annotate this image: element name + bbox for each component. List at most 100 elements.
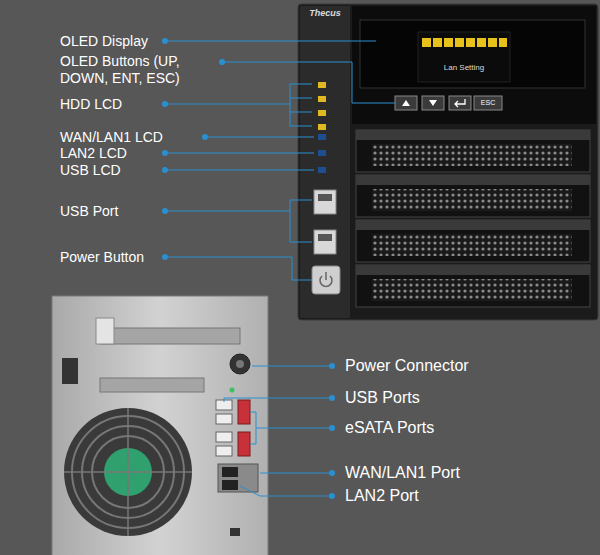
callout-dots-part: [329, 493, 335, 499]
front-nas-part: [418, 32, 510, 82]
leader-lines-part: [260, 473, 330, 474]
drive-bays-part: [356, 265, 590, 275]
front-usb-ports-part: [318, 194, 332, 201]
callout-dots-part: [329, 470, 335, 476]
back-ports-part: [222, 480, 238, 490]
leader-lines-part: [290, 112, 312, 113]
button-text: ESC: [481, 99, 495, 107]
oled-buttons-part: [402, 100, 410, 106]
leader-lines-part: [224, 398, 330, 402]
callout-dots-part: [162, 38, 168, 44]
leader-lines-part: [165, 211, 290, 212]
drive-bays-part: [372, 144, 572, 166]
front-nas-part: [360, 20, 585, 88]
callout-label: eSATA Ports: [345, 418, 434, 437]
back-ports-part: [216, 446, 232, 456]
oled-icons-part: [466, 38, 475, 47]
drive-bays-part: [356, 175, 590, 185]
status-leds-part: [318, 150, 326, 156]
oled-icons-part: [444, 38, 453, 47]
oled-icons-part: [488, 38, 497, 47]
leader-lines-part: [165, 257, 312, 280]
callout-label: HDD LCD: [60, 96, 122, 113]
status-leds-part: [318, 110, 326, 116]
leader-lines-part: [250, 412, 256, 444]
back-nas-part: [52, 296, 268, 555]
front-usb-ports-part: [318, 234, 332, 241]
oled-buttons-part: [422, 96, 444, 110]
back-ports-part: [230, 354, 250, 374]
oled-icons-part: [477, 38, 486, 47]
back-ports-part: [230, 528, 240, 536]
callout-dots-part: [219, 59, 225, 65]
back-ports-part: [216, 432, 232, 442]
drive-bays-part: [356, 220, 590, 230]
callout-dots-part: [162, 167, 168, 173]
drive-bays-part: [356, 130, 590, 172]
front-nas-part: [298, 4, 598, 320]
callout-dots-part: [329, 363, 335, 369]
callout-label: OLED Display: [60, 33, 148, 50]
callout-label: USB Ports: [345, 388, 420, 407]
back-ports-part: [216, 414, 232, 424]
leader-lines-part: [252, 366, 330, 367]
leader-lines-part: [290, 84, 312, 126]
callout-label: Power Connector: [345, 356, 469, 375]
power-button: [312, 266, 340, 294]
drive-bays-part: [356, 265, 590, 307]
oled-buttons-part: [395, 96, 417, 110]
fan: [64, 408, 192, 536]
fan-part: [127, 408, 129, 536]
status-leds-part: [318, 167, 326, 173]
callout-label: USB LCD: [60, 162, 121, 179]
leader-lines-part: [240, 486, 330, 496]
callout-label: WAN/LAN1 LCD: [60, 129, 163, 146]
status-leds-part: [318, 124, 326, 130]
oled-buttons-part: [449, 96, 471, 110]
leader-lines-part: [165, 153, 314, 154]
callout-label: Power Button: [60, 249, 144, 266]
back-ports-part: [236, 360, 244, 368]
oled-buttons-part: [455, 99, 465, 107]
status-leds-part: [318, 82, 326, 88]
leader-lines-part: [165, 104, 290, 105]
back-ports-part: [218, 464, 258, 492]
screen-text: Lan Setting: [444, 63, 484, 73]
status-leds-part: [318, 96, 326, 102]
brand-logo: Thecus: [309, 8, 341, 19]
oled-buttons: [395, 96, 502, 110]
status-leds-part: [318, 134, 326, 140]
oled-buttons-part: [429, 100, 437, 106]
back-ports: [216, 354, 258, 536]
back-nas: [52, 296, 268, 555]
drive-bays-part: [356, 175, 590, 217]
drive-bays-part: [372, 234, 572, 256]
front-nas: [298, 4, 598, 320]
oled-icons-part: [499, 38, 507, 47]
leader-lines-part: [165, 170, 314, 171]
callout-dots-part: [202, 134, 208, 140]
back-nas-part: [62, 358, 78, 384]
oled-icons-part: [455, 38, 464, 47]
callout-dots-part: [162, 254, 168, 260]
leader-lines-part: [222, 62, 395, 103]
back-nas-part: [100, 378, 204, 392]
callout-label: LAN2 Port: [345, 486, 419, 505]
drive-bays: [356, 130, 590, 307]
oled-icons-part: [433, 38, 442, 47]
callout-dots-part: [329, 425, 335, 431]
leader-lines-part: [256, 428, 330, 429]
callout-label: USB Port: [60, 203, 118, 220]
back-nas-part: [100, 328, 240, 344]
status-leds: [318, 82, 326, 173]
front-usb-ports-part: [314, 230, 336, 254]
oled-icons: [422, 38, 507, 47]
back-ports-part: [238, 432, 250, 456]
power-button-part: [312, 266, 340, 294]
leader-lines-part: [205, 137, 314, 138]
callout-label: WAN/LAN1 Port: [345, 463, 460, 482]
front-usb-ports-part: [314, 190, 336, 214]
callout-label: OLED Buttons (UP, DOWN, ENT, ESC): [60, 53, 218, 87]
drive-bays-part: [372, 279, 572, 301]
